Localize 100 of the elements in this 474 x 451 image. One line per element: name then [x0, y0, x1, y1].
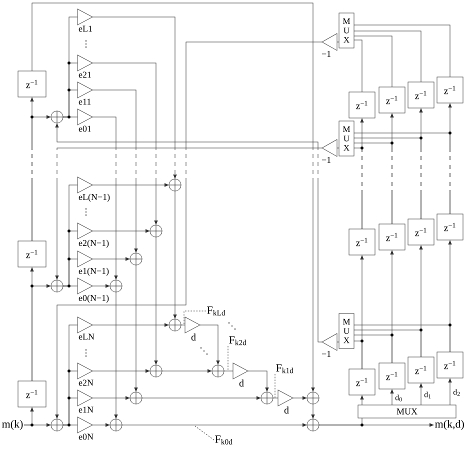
arrow [360, 255, 364, 370]
arrow [154, 236, 158, 365]
signal-label: F$_{k0d}$ [215, 436, 232, 444]
arrow [419, 108, 423, 220]
arrow [32, 2, 315, 392]
leader-line [274, 374, 276, 398]
arrow [92, 284, 110, 288]
signal-label: F$_{k1d}$ [276, 364, 294, 374]
delay-box: z$^{−1}$ [436, 214, 464, 240]
arrow [92, 369, 150, 373]
signal-line [354, 36, 392, 88]
gain-label: e2(N−1) [78, 240, 109, 248]
delay-box: z$^{−1}$ [378, 224, 406, 250]
mux-box: MUX [358, 404, 456, 418]
delay-box: z$^{−1}$ [18, 70, 46, 98]
delay-box: z$^{−1}$ [408, 218, 434, 246]
signal-line [354, 30, 422, 82]
arrow [24, 407, 34, 426]
summing-circle [50, 280, 64, 292]
arrow [390, 113, 394, 224]
summing-circle [306, 418, 320, 432]
arrow [162, 369, 212, 373]
arrow [248, 370, 269, 392]
signal-line [354, 24, 450, 78]
ellipsis: ⋱ [200, 347, 208, 355]
arrow [200, 324, 220, 365]
arrow [448, 103, 452, 214]
arrow [55, 42, 322, 419]
edge-label: d$_{1}$ [424, 391, 432, 399]
arrow [360, 118, 364, 230]
gain-label: eLN [78, 334, 94, 340]
gain-label: e11 [78, 98, 91, 105]
delay-box: z$^{−1}$ [348, 92, 376, 118]
arrow [448, 378, 452, 406]
delay-box: z$^{−1}$ [378, 86, 406, 114]
arrow [292, 396, 307, 400]
arrow [92, 183, 169, 187]
arrow [92, 16, 177, 179]
arrow [92, 229, 150, 233]
signal-line [318, 418, 362, 426]
delay-box: z$^{−1}$ [436, 76, 464, 104]
gain-label: e0N [78, 434, 94, 440]
arrow [390, 389, 394, 406]
gain-label: e01 [78, 126, 91, 132]
arrow [92, 90, 138, 253]
signal-line [62, 16, 78, 118]
delay-box: z$^{−1}$ [348, 228, 376, 256]
gain-label: e21 [78, 72, 91, 78]
arrow [92, 62, 158, 225]
summing-circle [260, 392, 274, 404]
gain-label: −1 [322, 51, 331, 57]
arrow [92, 323, 169, 327]
arrow [30, 267, 34, 382]
leader-line [184, 310, 206, 326]
arrow [419, 245, 423, 358]
arrow [122, 423, 307, 427]
arrow [173, 190, 177, 319]
summing-circle [130, 252, 142, 266]
delay-box: z$^{−1}$ [436, 352, 464, 378]
signal-label: m(k,d) [435, 420, 464, 430]
signal-label: F$_{kLd}$ [207, 306, 226, 316]
signal-label: F$_{k2d}$ [229, 336, 246, 346]
delay-box: z$^{−1}$ [18, 380, 46, 408]
edge-label: d$_{0}$ [394, 394, 403, 402]
arrow [360, 395, 364, 406]
gain-label: −1 [322, 351, 331, 357]
delay-box: z$^{−1}$ [408, 82, 434, 108]
arrow [142, 396, 261, 400]
delay-box: z$^{−1}$ [408, 356, 434, 384]
gain-label: −1 [322, 157, 331, 163]
arrow [92, 423, 110, 427]
summing-circle [150, 224, 162, 238]
signal-line [62, 184, 78, 286]
arrow [134, 264, 138, 392]
ellipsis: ⋱ [228, 322, 236, 330]
arrow [55, 148, 322, 280]
summing-circle [110, 418, 122, 432]
gain-label: e2N [78, 380, 94, 386]
summing-circle [168, 318, 182, 332]
summing-circle [306, 392, 320, 404]
gain-label: e1N [78, 406, 94, 413]
summing-circle [110, 280, 122, 292]
arrow [114, 292, 118, 419]
signal-line [62, 324, 78, 426]
gain-label: e1(N−1) [78, 268, 109, 276]
delay-box: z$^{−1}$ [378, 362, 406, 390]
delay-box: z$^{−1}$ [348, 368, 376, 396]
arrow [30, 97, 34, 242]
signal-line [224, 370, 234, 372]
arrow [55, 123, 322, 342]
arrow [419, 383, 423, 406]
delay-box: z$^{−1}$ [18, 240, 46, 268]
signal-label: m(k) [2, 420, 23, 430]
arrow [448, 240, 452, 352]
edge-label: d$_{2}$ [452, 388, 461, 396]
arrow [92, 257, 130, 261]
signal-line [354, 40, 362, 92]
gain-label: e0(N−1) [78, 294, 109, 303]
summing-circle [150, 364, 162, 378]
summing-circle [50, 110, 64, 124]
